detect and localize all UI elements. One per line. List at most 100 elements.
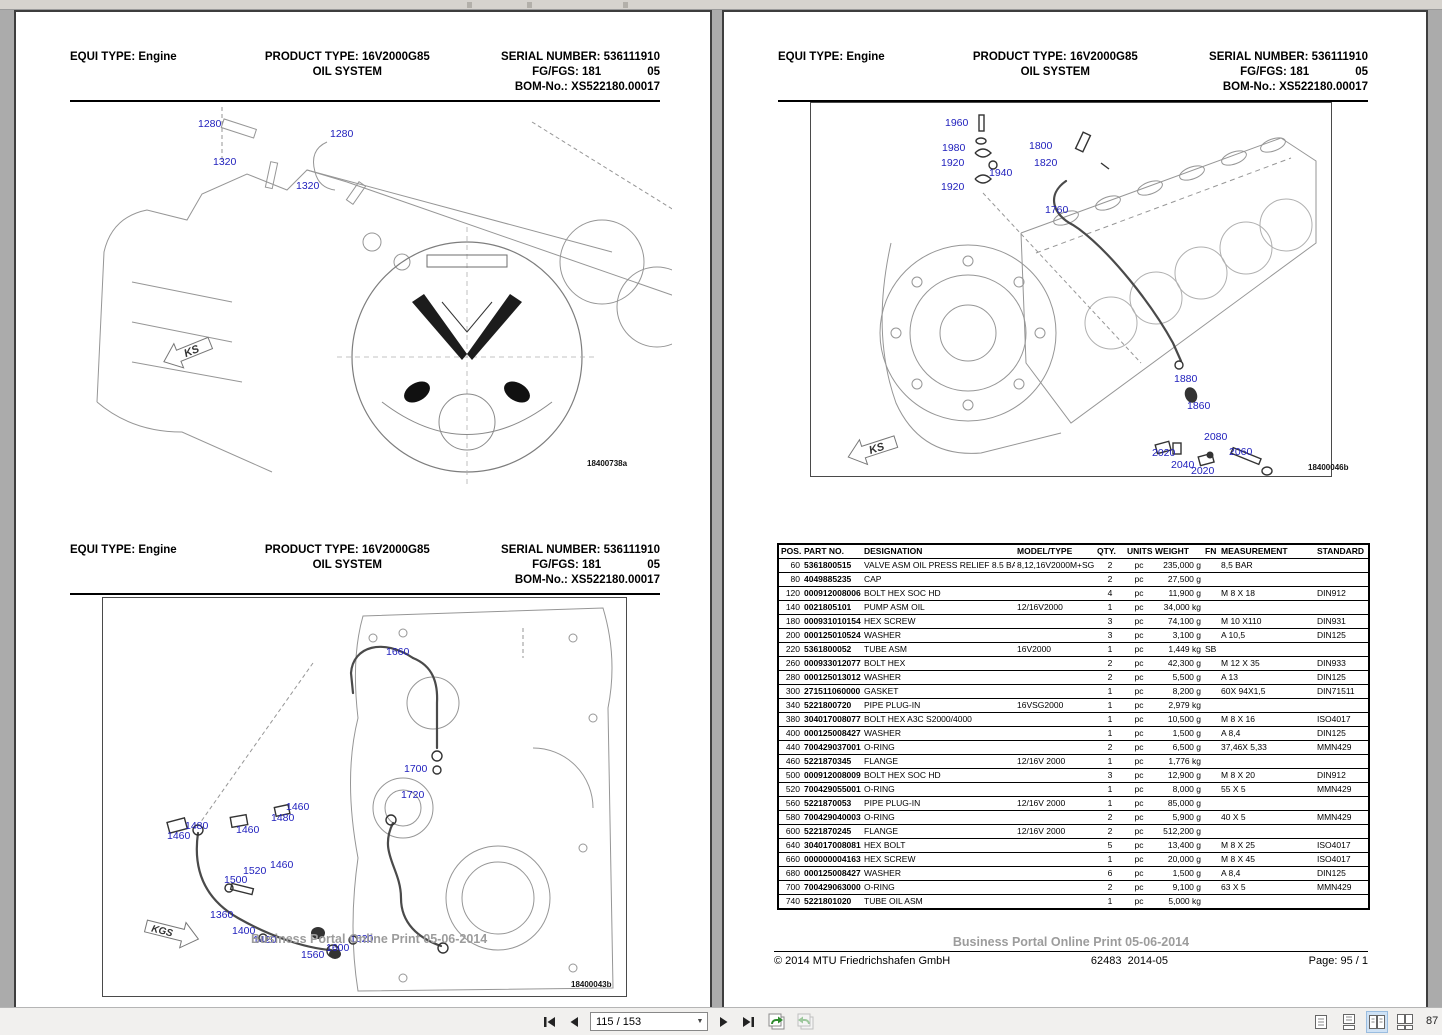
first-page-button[interactable]: [540, 1012, 558, 1031]
part-callout: 2040: [1171, 459, 1195, 471]
last-page-button[interactable]: [740, 1012, 758, 1031]
direction-arrow-kgs: KGS: [139, 910, 201, 961]
equi-type: EQUI TYPE: Engine: [778, 51, 885, 63]
top-toolbar-sliver: [0, 0, 1442, 10]
figure-id: 18400043b: [571, 980, 612, 989]
viewer-bottom-toolbar: ▼: [0, 1007, 1442, 1035]
watermark: Business Portal Online Print 05-06-2014: [251, 932, 488, 946]
col-part-no: PART NO.: [802, 543, 862, 559]
part-callout: 2020: [1191, 465, 1215, 477]
document-code: 62483 2014-05: [1090, 955, 1168, 967]
part-callout: 1660: [386, 646, 410, 658]
product-type: PRODUCT TYPE: 16V2000G85: [264, 51, 430, 63]
table-row: 680 000125008427 WASHER 6 pc 1,500 g A 8…: [778, 866, 1369, 881]
serial-number: SERIAL NUMBER: 536111910: [501, 544, 660, 556]
toolbar-mark: [467, 2, 472, 8]
part-callout: 1460: [167, 830, 191, 842]
svg-text:KS: KS: [868, 441, 887, 457]
next-view-button[interactable]: [794, 1012, 816, 1031]
col-weight: WEIGHT: [1153, 543, 1203, 559]
watermark: Business Portal Online Print 05-06-2014: [952, 935, 1190, 949]
part-callout: 1320: [213, 156, 237, 168]
table-row: 440 700429037001 O-RING 2 pc 6,500 g 37,…: [778, 740, 1369, 755]
part-callout: 2060: [1229, 446, 1253, 458]
continuous-layout-button[interactable]: [1338, 1011, 1360, 1033]
previous-view-icon: [768, 1013, 785, 1030]
fg-fgs: FG/FGS: 181: [532, 559, 602, 571]
part-callout: 1280: [330, 128, 354, 140]
table-row: 520 700429055001 O-RING 1 pc 8,000 g 55 …: [778, 782, 1369, 797]
part-callout: 1980: [942, 142, 966, 154]
part-callout: 1320: [296, 180, 320, 192]
table-row: 640 304017008081 HEX BOLT 5 pc 13,400 g …: [778, 838, 1369, 853]
part-callout: 1280: [198, 118, 222, 130]
part-callout: 1400: [232, 925, 256, 937]
serial-number: SERIAL NUMBER: 536111910: [1209, 51, 1368, 63]
page-header: EQUI TYPE: Engine PRODUCT TYPE: 16V2000G…: [778, 50, 1368, 102]
col-pos: POS.: [778, 543, 802, 559]
part-callout: 1480: [271, 812, 295, 824]
part-callout: 1500: [224, 874, 248, 886]
col-designation: DESIGNATION: [862, 543, 1015, 559]
engine-line-art: [166, 607, 614, 992]
fg-fgs: FG/FGS: 181: [1240, 66, 1310, 78]
page-number-input[interactable]: [591, 1014, 693, 1029]
table-row: 500 000912008009 BOLT HEX SOC HD 3 pc 12…: [778, 768, 1369, 783]
part-callout: 1460: [236, 824, 260, 836]
system-title: OIL SYSTEM: [312, 66, 383, 78]
page-footer: Business Portal Online Print 05-06-2014 …: [774, 935, 1368, 967]
two-page-continuous-layout-button[interactable]: [1394, 1011, 1416, 1033]
footer-rule: [774, 951, 1368, 952]
part-callout: 1760: [1045, 204, 1069, 216]
two-page-layout-button[interactable]: [1366, 1011, 1388, 1033]
zoom-level-text: 87: [1426, 1015, 1439, 1027]
part-callout: 1520: [243, 865, 267, 877]
col-qty: QTY.: [1095, 543, 1125, 559]
part-callout: 1800: [1029, 140, 1053, 152]
part-callout: 2080: [1204, 431, 1228, 443]
bom-no: BOM-No.: XS522180.00017: [514, 81, 660, 93]
page-number-combobox[interactable]: ▼: [590, 1012, 708, 1031]
two-page-layout-icon: [1369, 1015, 1385, 1029]
table-row: 580 700429040003 O-RING 2 pc 5,900 g 40 …: [778, 810, 1369, 825]
fg-fgs-num: 05: [647, 559, 660, 571]
part-callout: 1700: [404, 763, 428, 775]
next-page-button[interactable]: [715, 1012, 733, 1031]
previous-page-button[interactable]: [565, 1012, 583, 1031]
previous-view-button[interactable]: [765, 1012, 787, 1031]
table-row: 80 4049885235 CAP 2 pc 27,500 g: [778, 572, 1369, 587]
part-callout: 1720: [401, 789, 425, 801]
table-row: 220 5361800052 TUBE ASM 16V2000 1 pc 1,4…: [778, 642, 1369, 657]
serial-number: SERIAL NUMBER: 536111910: [501, 51, 660, 63]
first-page-icon: [544, 1016, 555, 1027]
part-callout: 1560: [301, 949, 325, 961]
table-row: 700 700429063000 O-RING 2 pc 9,100 g 63 …: [778, 880, 1369, 895]
part-callout: 1360: [210, 909, 234, 921]
fg-fgs: FG/FGS: 181: [532, 66, 602, 78]
part-callout: 1940: [989, 167, 1013, 179]
part-callout: 1460: [270, 859, 294, 871]
next-view-icon: [797, 1013, 814, 1030]
chevron-down-icon[interactable]: ▼: [696, 1018, 704, 1025]
table-row: 280 000125013012 WASHER 2 pc 5,500 g A 1…: [778, 670, 1369, 685]
product-type: PRODUCT TYPE: 16V2000G85: [972, 51, 1138, 63]
system-title: OIL SYSTEM: [312, 559, 383, 571]
part-callout: 1860: [1187, 400, 1211, 412]
table-row: 340 5221800720 PIPE PLUG-IN 16VSG2000 1 …: [778, 698, 1369, 713]
page-header: EQUI TYPE: Engine PRODUCT TYPE: 16V2000G…: [70, 50, 660, 102]
table-row: 300 271511060000 GASKET 1 pc 8,200 g 60X…: [778, 684, 1369, 699]
table-row: 120 000912008006 BOLT HEX SOC HD 4 pc 11…: [778, 586, 1369, 601]
single-page-layout-button[interactable]: [1310, 1011, 1332, 1033]
col-measurement: MEASUREMENT: [1219, 543, 1315, 559]
product-type: PRODUCT TYPE: 16V2000G85: [264, 544, 430, 556]
col-fn: FN: [1203, 543, 1219, 559]
part-callout: 1620: [350, 933, 374, 945]
figure-id: 18400738a: [587, 459, 628, 468]
pdf-page-left: EQUI TYPE: Engine PRODUCT TYPE: 16V2000G…: [14, 10, 712, 1007]
part-callout: 1920: [941, 157, 965, 169]
engine-line-art: [879, 114, 1317, 476]
col-model-type: MODEL/TYPE: [1015, 543, 1095, 559]
